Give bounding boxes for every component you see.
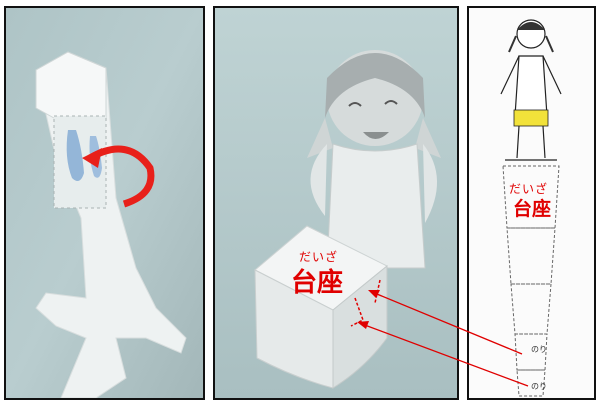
shorts	[513, 109, 549, 127]
glue-tab-label-upper: のり	[531, 345, 547, 354]
stand-photo	[215, 8, 457, 398]
folding-photo	[6, 8, 203, 398]
template-panel: だいざ 台座 のり のり	[467, 6, 596, 400]
pedestal-label: 台座	[291, 268, 344, 298]
photo-panel-stand: だいざ 台座	[213, 6, 459, 400]
glue-tab-label-lower: のり	[531, 382, 547, 391]
curved-arrow	[88, 145, 155, 208]
template-pedestal-label: 台座	[513, 198, 552, 220]
curved-arrow-head-icon	[82, 148, 102, 168]
pedestal-reading: だいざ	[299, 250, 339, 264]
photo-panel-folding	[4, 6, 205, 400]
template-pedestal-reading: だいざ	[509, 182, 549, 196]
